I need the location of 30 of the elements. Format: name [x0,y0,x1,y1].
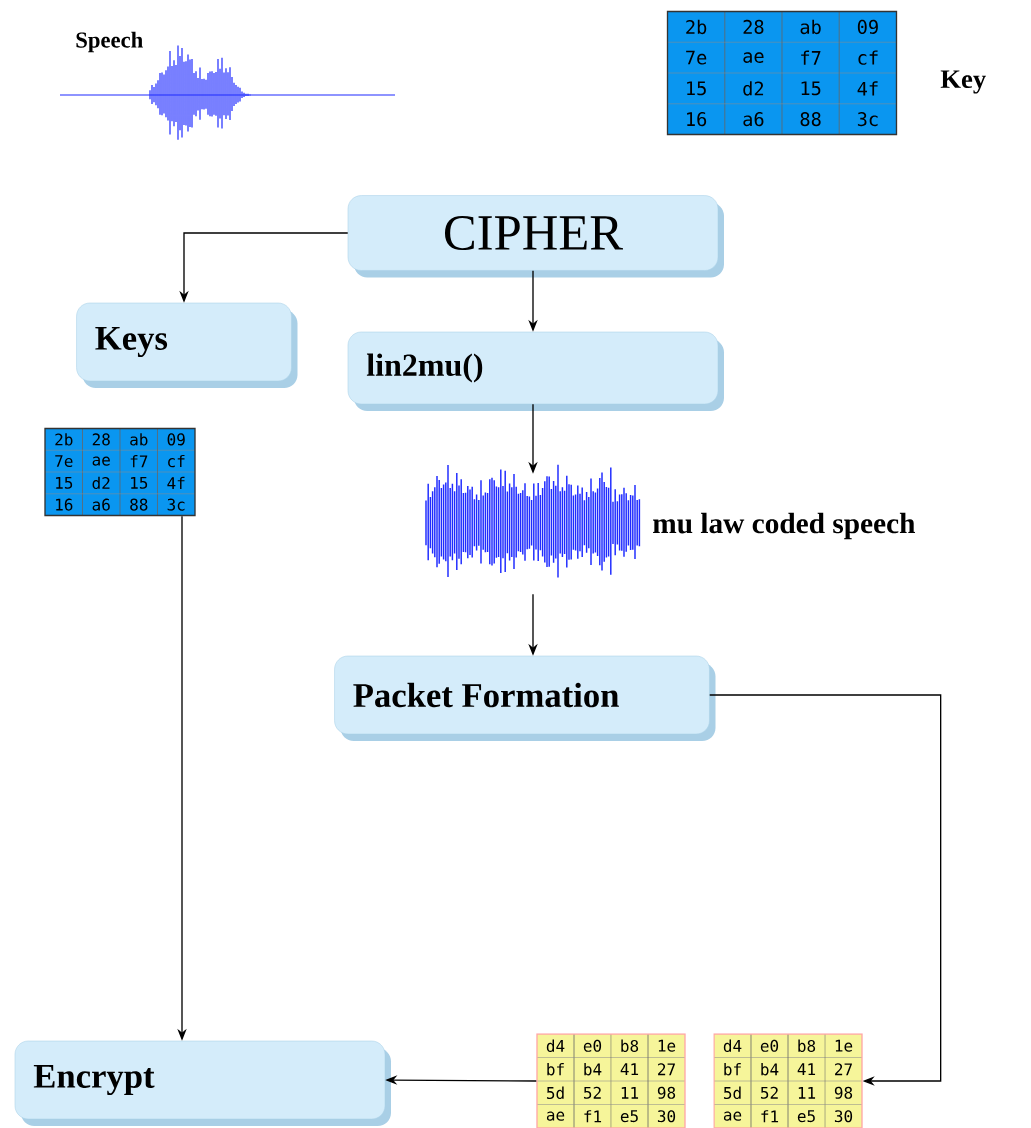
state-matrix: d4 e0 b8 1e bf b4 41 27 5d 52 11 98 ae f1 e5 30 [713,1033,863,1128]
process-box: lin2mu() [347,331,724,411]
label: a6 [743,112,764,127]
label: 7e [686,50,707,65]
label: 28 [743,19,764,34]
process-box: Packet Formation [334,655,716,741]
label: 15 [687,81,706,96]
arrow [709,694,942,1086]
key-matrix: 2b 28 ab 09 7e ae f7 cf 15 d2 15 4f 16 a6 88 3c [666,10,898,136]
label: 2b [686,19,707,35]
label: f7 [801,50,821,65]
waveform-drawing [425,463,641,579]
label: 09 [857,19,878,34]
label: 4f [857,81,878,96]
label: ab [800,19,821,35]
label: d2 [743,81,764,96]
label: Key [940,70,986,94]
label: cf [858,50,878,65]
label: 3c [857,112,878,127]
process-box: Encrypt [14,1040,391,1126]
label: Speech [76,31,143,53]
key-matrix: 2b 28 ab 09 7e ae f7 cf 15 d2 15 4f 16 a6 88 3c [44,427,196,517]
state-matrix: d4 e0 b8 1e bf b4 41 27 5d 52 11 98 ae f1 e5 30 [536,1033,686,1128]
label: 15 [801,81,821,96]
label: 16 [687,112,707,127]
process-box: Keys [76,302,298,388]
node-label: mu law coded speech [653,512,915,540]
process-box: CIPHER [347,195,724,278]
label: 88 [800,112,821,127]
label: ae [743,52,764,63]
